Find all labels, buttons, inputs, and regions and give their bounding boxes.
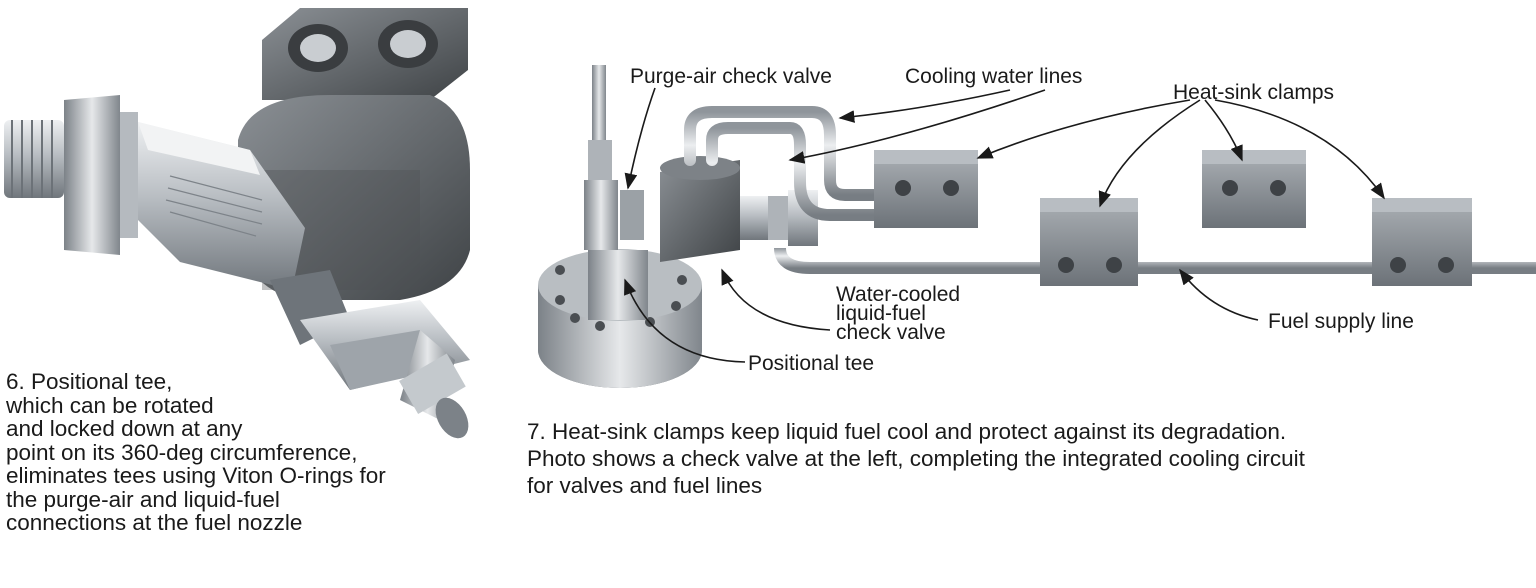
heat-sink-clamp-3: [1202, 150, 1306, 228]
label-water-cooled-line-2: liquid-fuel: [836, 302, 926, 325]
caption-7-line: 7. Heat-sink clamps keep liquid fuel coo…: [527, 419, 1287, 444]
figure-6-caption: 6. Positional tee, which can be rotated …: [6, 370, 386, 535]
label-water-cooled-line-3: check valve: [836, 321, 946, 344]
hex-body: [138, 122, 305, 290]
cooling-circuit-photo: [538, 65, 1536, 388]
heat-sink-clamp-4: [1372, 198, 1472, 286]
mounting-block: [262, 8, 468, 100]
label-heat-sink-clamps: Heat-sink clamps: [1173, 81, 1335, 104]
label-positional-tee: Positional tee: [748, 352, 875, 375]
caption-7-line: for valves and fuel lines: [527, 473, 763, 498]
label-cooling-water-lines: Cooling water lines: [905, 65, 1083, 88]
positional-tee-photo: [4, 8, 470, 439]
caption-6-line: connections at the fuel nozzle: [6, 510, 303, 535]
heat-sink-clamp-1: [874, 150, 978, 228]
label-water-cooled-check-valve: Water-cooled liquid-fuel check valve: [836, 283, 961, 344]
caption-7-line: Photo shows a check valve at the left, c…: [527, 446, 1305, 471]
caption-6-line: which can be rotated: [6, 392, 214, 418]
purge-air-valve: [584, 65, 648, 320]
caption-6-line: eliminates tees using Viton O-rings for: [6, 463, 386, 488]
caption-6-line: the purge-air and liquid-fuel: [6, 486, 280, 512]
check-valve-body: [270, 270, 470, 439]
label-water-cooled-line-1: Water-cooled: [836, 283, 961, 306]
label-purge-air-check-valve: Purge-air check valve: [630, 65, 832, 88]
figure-7-caption: 7. Heat-sink clamps keep liquid fuel coo…: [527, 418, 1305, 499]
callout-leaders: [624, 87, 1385, 363]
threaded-fitting: [4, 95, 138, 255]
flange-base: [538, 249, 702, 388]
label-fuel-supply-line: Fuel supply line: [1268, 310, 1414, 333]
caption-6-line: and locked down at any: [6, 416, 243, 441]
heat-sink-clamp-2: [1040, 198, 1138, 286]
fuel-check-valve: [660, 156, 818, 262]
caption-6-line: point on its 360-deg circumference,: [6, 439, 358, 465]
caption-6-line: 6. Positional tee,: [6, 369, 173, 394]
